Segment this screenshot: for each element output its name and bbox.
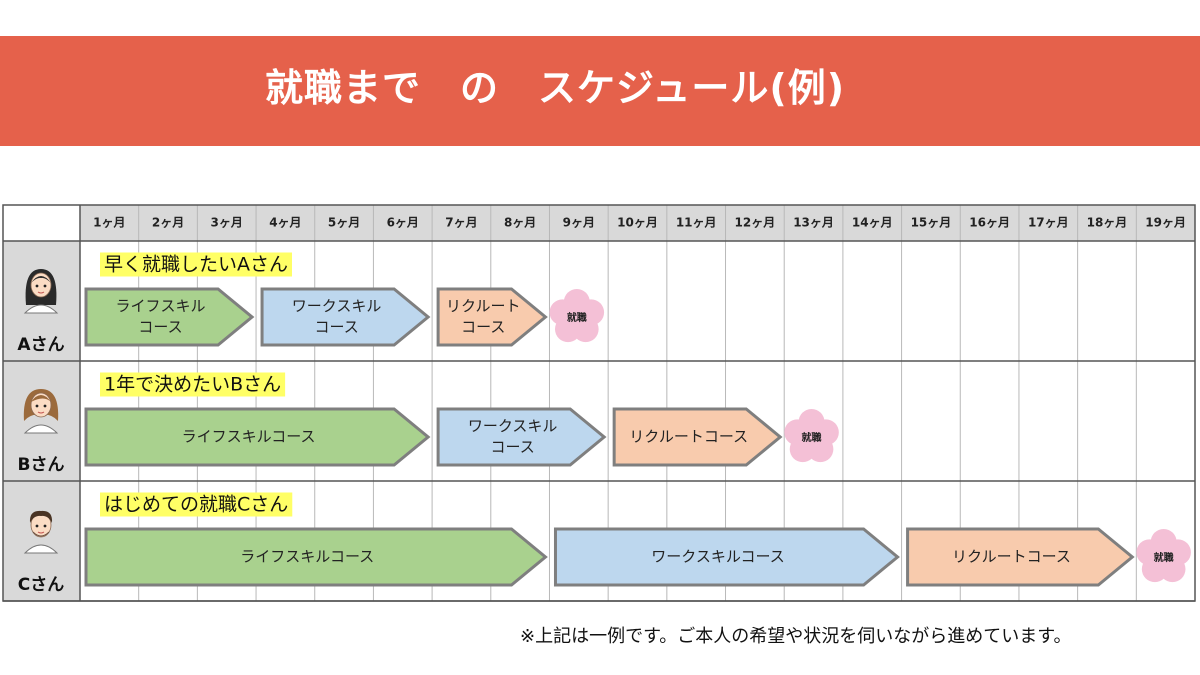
avatar-mouth (37, 291, 45, 294)
phase-arrow-recruit (906, 527, 1135, 587)
goal-blossom-icon: 就職 (1136, 529, 1191, 583)
month-header-label: 17ヶ月 (1028, 216, 1069, 230)
avatar-bangs (31, 395, 51, 402)
avatar-eye (35, 284, 39, 288)
month-header-label: 9ヶ月 (563, 216, 595, 230)
phase-arrow-life (84, 287, 255, 347)
avatar-eye (43, 284, 47, 288)
phase-label: リクルートコース (952, 548, 1071, 566)
month-header-label: 4ヶ月 (269, 216, 301, 230)
avatar-eye (35, 404, 39, 408)
month-header-label: 16ヶ月 (969, 216, 1010, 230)
avatar-beard (32, 531, 50, 537)
avatar-eye (43, 524, 47, 528)
phase-label: リクルートコース (629, 428, 748, 446)
goal-blossom-icon: 就職 (784, 409, 839, 463)
month-header-label: 11ヶ月 (676, 216, 717, 230)
month-header-label: 3ヶ月 (211, 216, 243, 230)
caption-highlight (100, 492, 293, 517)
phase-label: コース (490, 438, 534, 456)
person-label: Bさん (18, 455, 65, 475)
person-label: Aさん (17, 335, 64, 355)
phase-label: ワークスキルコース (651, 548, 785, 566)
goal-blossom-icon: 就職 (549, 289, 605, 343)
goal-label: 就職 (1154, 551, 1174, 564)
phase-arrow-life (84, 407, 431, 467)
avatar-shoulders (23, 424, 59, 434)
table-border (2, 204, 1196, 602)
goal-label: 就職 (802, 431, 822, 444)
phase-label: ライフスキルコース (240, 548, 374, 566)
goal-label: 就職 (567, 311, 587, 324)
phase-label: ライフスキル (116, 297, 206, 315)
phase-arrow-recruit (436, 287, 548, 347)
month-header-label: 5ヶ月 (328, 216, 360, 230)
phase-label: コース (314, 318, 358, 336)
month-header-label: 14ヶ月 (852, 216, 893, 230)
caption-highlight (100, 252, 292, 277)
row-caption: 1年で決めたいBさん (104, 374, 281, 396)
phase-label: ワークスキル (468, 417, 558, 435)
avatar-shoulders (23, 304, 59, 314)
avatar-hair (29, 510, 53, 523)
month-header-label: 1ヶ月 (93, 216, 125, 230)
caption-highlight (100, 372, 286, 397)
phase-arrow-life (84, 527, 548, 587)
phase-label: ライフスキルコース (182, 428, 316, 446)
phase-label: リクルート (446, 297, 521, 315)
brown-hair-woman-avatar (23, 389, 59, 434)
avatar-eye (35, 524, 39, 528)
month-header-label: 7ヶ月 (445, 216, 477, 230)
short-hair-man-avatar (23, 510, 59, 554)
title-banner (0, 36, 1200, 146)
month-header-label: 18ヶ月 (1087, 216, 1128, 230)
phase-label: コース (138, 318, 182, 336)
avatar-eye (43, 404, 47, 408)
month-header-label: 6ヶ月 (387, 216, 419, 230)
person-label: Cさん (18, 575, 64, 595)
avatar-bangs (31, 276, 51, 283)
long-dark-hair-woman-avatar (23, 269, 59, 314)
avatar-mouth (37, 411, 45, 414)
blossom-center (797, 423, 826, 451)
phase-arrow-work (436, 407, 607, 467)
phase-label: ワークスキル (292, 297, 382, 315)
month-header-label: 13ヶ月 (793, 216, 834, 230)
month-header-label: 2ヶ月 (152, 216, 184, 230)
phase-label: コース (461, 318, 505, 336)
phase-arrow-work (260, 287, 431, 347)
blossom-center (562, 303, 591, 331)
month-header-label: 10ヶ月 (617, 216, 658, 230)
row-caption: 早く就職したいAさん (104, 254, 288, 276)
page-title: 就職まで の スケジュール(例) (265, 66, 846, 110)
avatar-mouth (37, 531, 45, 534)
month-header-label: 12ヶ月 (735, 216, 776, 230)
blossom-center (1149, 543, 1178, 571)
month-header-label: 19ヶ月 (1145, 216, 1186, 230)
row-caption: はじめての就職Cさん (104, 494, 288, 516)
footnote: ※上記は一例です。ご本人の希望や状況を伺いながら進めています。 (520, 626, 1072, 647)
phase-arrow-recruit (612, 407, 783, 467)
month-header-label: 15ヶ月 (911, 216, 952, 230)
month-header-label: 8ヶ月 (504, 216, 536, 230)
phase-arrow-work (553, 527, 900, 587)
avatar-shoulders (23, 544, 59, 554)
month-header-row (80, 205, 1195, 241)
